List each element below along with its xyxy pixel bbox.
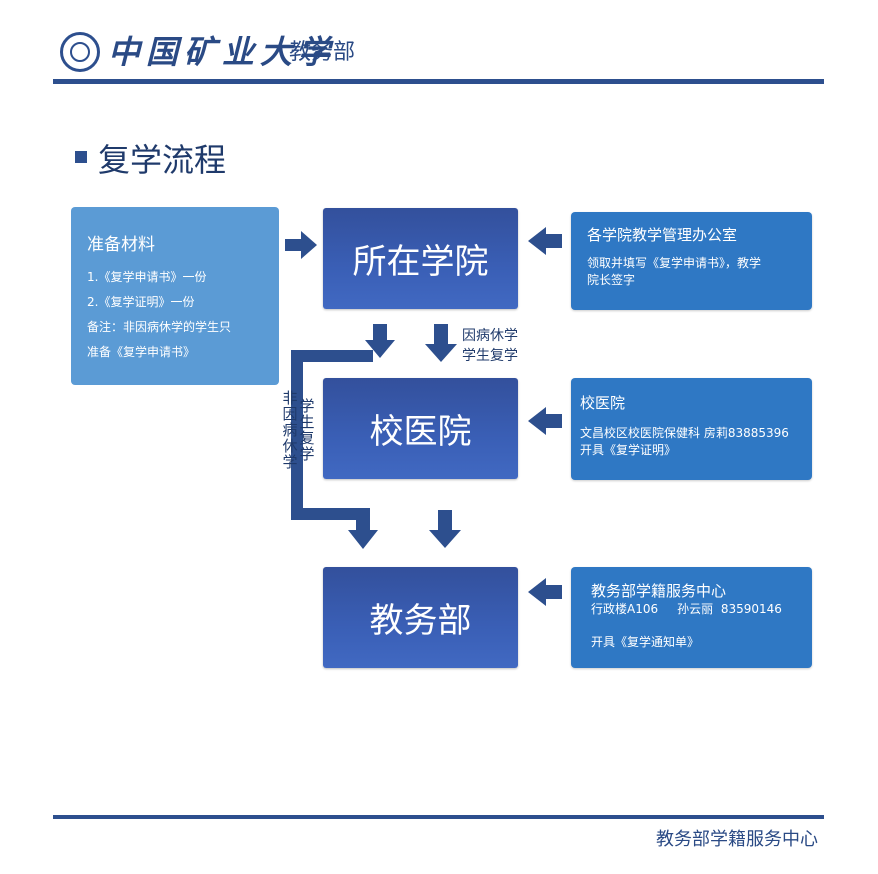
university-name: 中国矿业大学 <box>108 33 337 71</box>
note-hospital: 校医院 文昌校区校医院保健科 房莉83885396 开具《复学证明》 <box>571 378 812 480</box>
label-char: 生 <box>299 413 315 431</box>
label-char: 休 <box>282 437 298 455</box>
materials-line-2: 2.《复学证明》一份 <box>87 295 195 309</box>
arrow-hospital-to-affairs <box>429 510 461 548</box>
note-affairs-line-2: 开具《复学通知单》 <box>591 635 700 649</box>
header-divider <box>53 79 824 84</box>
note-college-line-1: 领取并填写《复学申请书》，教学 <box>587 256 762 270</box>
arrow-non-illness-path <box>291 350 378 549</box>
label-char: 复 <box>299 429 315 447</box>
label-char: 学 <box>299 397 315 415</box>
footer-divider <box>53 815 824 819</box>
arrow-hospital-note <box>528 407 562 435</box>
step-academic-affairs: 教务部 <box>323 567 518 668</box>
department-name: 教务部 <box>289 40 356 65</box>
label-char: 因 <box>282 405 298 423</box>
note-affairs-title: 教务部学籍服务中心 <box>591 582 727 600</box>
step-college: 所在学院 <box>323 208 518 309</box>
note-hospital-line-1: 文昌校区校医院保健科 房莉83885396 <box>580 426 789 440</box>
note-college-line-2: 院长签字 <box>587 273 636 287</box>
university-logo <box>60 32 100 72</box>
label-char: 学 <box>282 453 298 471</box>
note-hospital-line-2: 开具《复学证明》 <box>580 443 677 457</box>
label-illness-line-1: 因病休学 <box>462 328 518 344</box>
label-char: 病 <box>282 421 298 439</box>
note-affairs-line-1: 行政楼A106 孙云丽 83590146 <box>591 602 782 616</box>
label-char: 非 <box>282 389 298 407</box>
arrow-prep-to-college <box>285 231 317 259</box>
label-non-illness-col-1: 非 因 病 休 学 <box>282 390 298 470</box>
section-title: 复学流程 <box>98 141 227 179</box>
note-academic-affairs: 教务部学籍服务中心 行政楼A106 孙云丽 83590146 开具《复学通知单》 <box>571 567 812 668</box>
arrow-affairs-note <box>528 578 562 606</box>
label-char: 学 <box>299 445 315 463</box>
materials-line-1: 1.《复学申请书》一份 <box>87 270 207 284</box>
materials-note-line-1: 备注：非因病休学的学生只 <box>87 320 232 334</box>
section-bullet-icon <box>75 151 87 163</box>
step-hospital: 校医院 <box>323 378 518 479</box>
footer-text: 教务部学籍服务中心 <box>656 829 818 850</box>
materials-box: 准备材料 1.《复学申请书》一份 2.《复学证明》一份 备注：非因病休学的学生只… <box>71 207 279 385</box>
arrow-college-to-hospital <box>425 324 457 362</box>
note-college: 各学院教学管理办公室 领取并填写《复学申请书》，教学 院长签字 <box>571 212 812 310</box>
label-non-illness-col-2: 学 生 复 学 <box>299 398 315 462</box>
materials-title: 准备材料 <box>87 235 155 255</box>
label-illness-line-2: 学生复学 <box>462 348 518 364</box>
note-hospital-title: 校医院 <box>580 394 626 412</box>
note-college-title: 各学院教学管理办公室 <box>587 226 738 244</box>
arrow-non-illness-top <box>365 324 395 358</box>
materials-note-line-2: 准备《复学申请书》 <box>87 345 196 359</box>
university-seal-icon <box>70 42 90 62</box>
arrow-college-note <box>528 227 562 255</box>
